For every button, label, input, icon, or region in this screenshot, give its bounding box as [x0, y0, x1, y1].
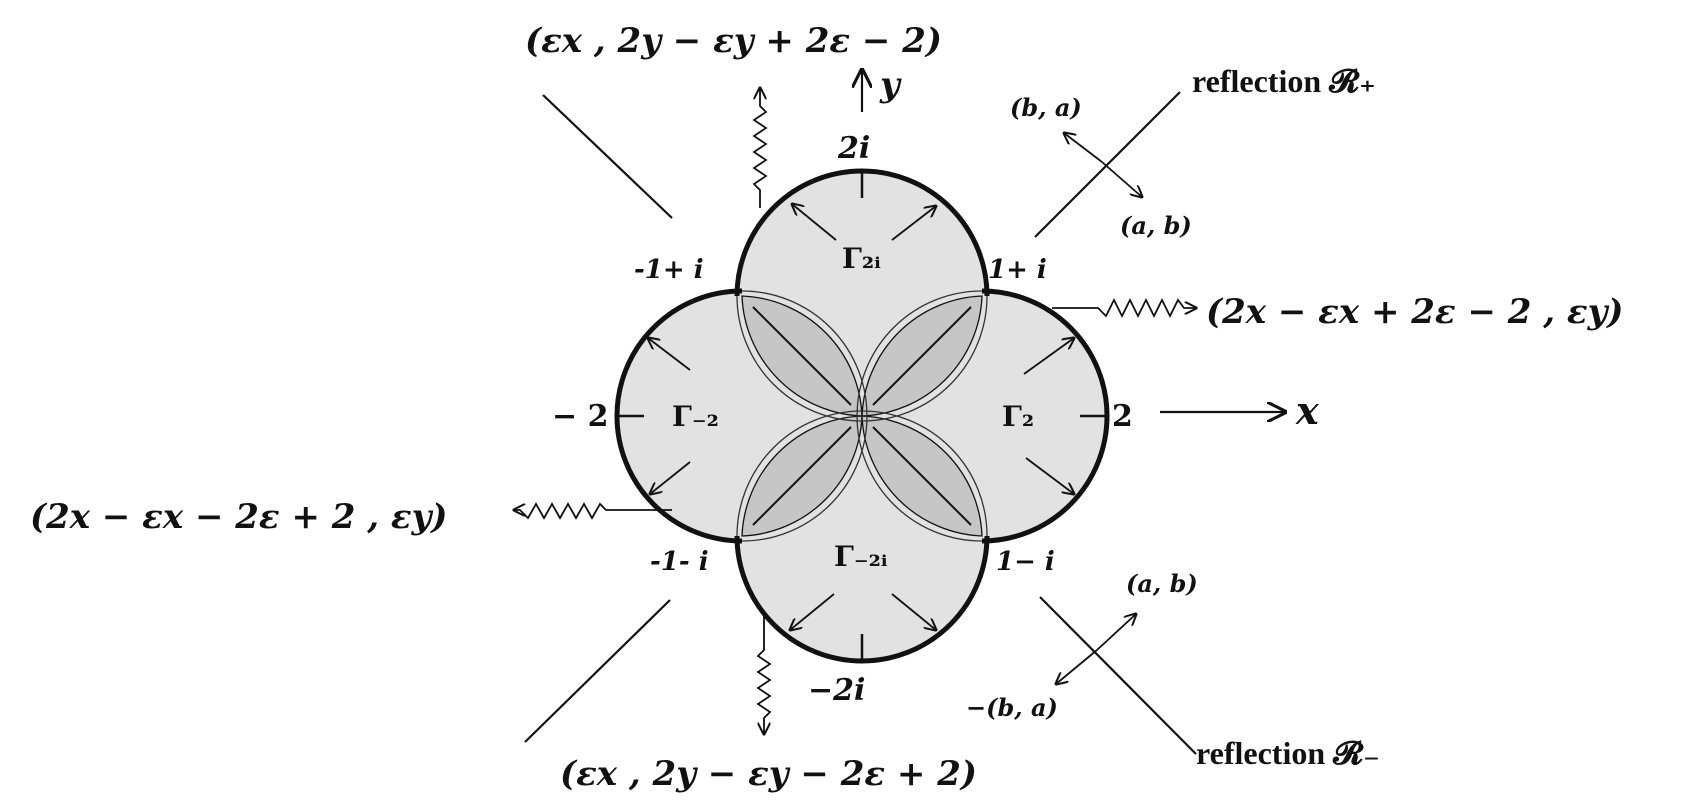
label-gamma-2i: Γ₂ᵢ [842, 242, 881, 275]
diagonal-lower-left [524, 599, 671, 743]
arrow-left-lower [650, 461, 691, 494]
label-1-minus-i: 1− i [996, 547, 1055, 577]
arrow-left-upper [648, 338, 691, 371]
zigzag-left [514, 502, 672, 520]
lens-ne-diagonal [872, 306, 972, 406]
reflection-arrow-ba [1064, 133, 1103, 163]
zigzag-top [752, 88, 768, 208]
label-2: 2 [1112, 399, 1133, 434]
label-reflection-minus: reflection 𝓡₋ [1196, 735, 1380, 771]
label-left-map: (2x − εx − 2ε + 2 , εy) [30, 497, 447, 537]
zigzag-right [1052, 297, 1196, 319]
reflection-arrow-minus-ba [1056, 649, 1098, 684]
label-2i: 2i [837, 131, 870, 166]
arrow-top-right [891, 206, 936, 241]
label-minus-2: − 2 [552, 399, 608, 434]
reflection-arrow-ab-top [1101, 161, 1142, 197]
label-ba-top: (b, a) [1010, 93, 1082, 122]
arrow-right-upper [1023, 338, 1074, 375]
label-gamma-minus-2: Γ₋₂ [672, 400, 719, 433]
label-1-plus-i: 1+ i [988, 255, 1047, 285]
label-right-map: (2x − εx + 2ε − 2 , εy) [1206, 292, 1623, 332]
label-top-map: (εx , 2y − εy + 2ε − 2) [525, 21, 942, 61]
inner-arrows [648, 204, 1074, 630]
lens-overlaps [741, 295, 983, 537]
arrow-bottom-left [790, 593, 835, 630]
label-minus-ba-bottom: −(b, a) [966, 693, 1058, 722]
zigzags [514, 88, 1196, 734]
arrow-right-lower [1025, 457, 1074, 494]
label-ab-bottom: (a, b) [1126, 569, 1198, 598]
label-reflection-plus: reflection 𝓡₊ [1192, 63, 1376, 99]
lens-sw-diagonal [752, 426, 852, 526]
reflection-arrow-ab-bottom [1096, 614, 1136, 651]
lens-se-diagonal [872, 426, 972, 526]
diagonal-upper-left [542, 94, 673, 219]
label-y-axis: y [879, 65, 902, 105]
diagonal-lower-right [1039, 596, 1197, 755]
label-minus-1-minus-i: -1- i [650, 547, 709, 577]
reflection-arrows [1056, 133, 1142, 684]
label-gamma-2: Γ₂ [1002, 400, 1034, 433]
label-gamma-minus-2i: Γ₋₂ᵢ [834, 540, 888, 573]
arrow-top-left [792, 204, 837, 241]
lens-nw-diagonal [752, 306, 852, 406]
label-x-axis: x [1295, 388, 1320, 433]
axes [862, 70, 1285, 412]
diagonal-upper-right [1034, 91, 1181, 238]
label-minus-2i: −2i [808, 673, 865, 708]
zigzag-bottom [756, 616, 772, 734]
arrow-bottom-right [891, 593, 936, 630]
label-bottom-map: (εx , 2y − εy − 2ε + 2) [560, 754, 977, 794]
diagonal-lines [524, 91, 1197, 755]
label-ab-top: (a, b) [1120, 211, 1192, 240]
label-minus-1-plus-i: -1+ i [634, 255, 704, 285]
axis-ticks [617, 171, 1107, 661]
